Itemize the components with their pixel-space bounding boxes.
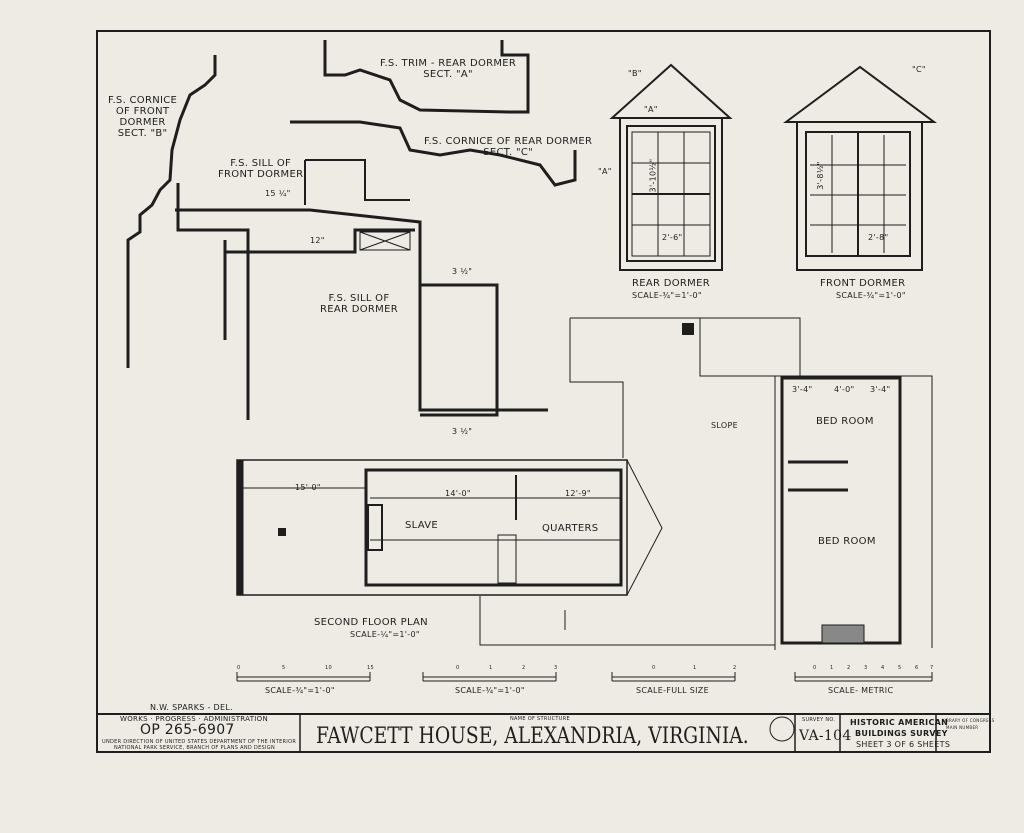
- label-sill-rear: F.S. SILL OF REAR DORMER: [320, 293, 398, 315]
- label-line: F.S. CORNICE OF REAR DORMER: [424, 136, 593, 147]
- scale-label: SCALE-FULL SIZE: [636, 686, 709, 695]
- dim: 15 ¼": [265, 189, 291, 198]
- room-label: QUARTERS: [542, 523, 599, 534]
- label-line: FRONT DORMER: [218, 169, 304, 180]
- label-line: SECT. "C": [483, 147, 534, 158]
- scale-tick: 2: [733, 665, 737, 671]
- mark-c: "C": [912, 65, 926, 74]
- roof-outline: [479, 317, 801, 646]
- rear-dormer-scale: SCALE-¾"=1'-0": [632, 291, 702, 300]
- scale-tick: 15: [367, 665, 374, 671]
- label-line: REAR DORMER: [320, 304, 398, 315]
- scale-tick: 7: [930, 665, 934, 671]
- front-dormer-scale: SCALE-¾"=1'-0": [836, 291, 906, 300]
- dim: 3'-4": [792, 385, 813, 394]
- scale-tick: 10: [325, 665, 332, 671]
- dim: 3'-8½": [815, 161, 825, 190]
- label-line: F.S. TRIM - REAR DORMER: [380, 58, 517, 69]
- label-line: F.S. SILL OF: [230, 158, 292, 169]
- dim: 3'-10½": [648, 158, 658, 193]
- scale-label: SCALE-¾"=1'-0": [265, 686, 335, 695]
- label-cornice-front: F.S. CORNICE OF FRONT DORMER SECT. "B": [108, 95, 177, 139]
- second-floor-plan: [236, 459, 663, 596]
- scale-tick: 1: [693, 665, 697, 671]
- front-dormer-elevation: [782, 65, 938, 271]
- room-label: BED ROOM: [816, 416, 874, 427]
- direction-line: NATIONAL PARK SERVICE, BRANCH OF PLANS A…: [114, 745, 276, 751]
- library-line: MAIN NUMBER: [946, 725, 979, 730]
- label-cornice-rear: F.S. CORNICE OF REAR DORMER SECT. "C": [424, 136, 592, 158]
- label-line: SECT. "A": [423, 69, 473, 80]
- room-label: BED ROOM: [818, 536, 876, 547]
- scale-tick: 3: [554, 665, 558, 671]
- scale-label: SCALE-¾"=1'-0": [455, 686, 525, 695]
- dim: 2'-8": [868, 233, 889, 242]
- scale-tick: 1: [830, 665, 834, 671]
- scale-tick: 2: [847, 665, 851, 671]
- name-label: NAME OF STRUCTURE: [510, 716, 570, 722]
- room-label: SLAVE: [405, 520, 439, 531]
- dim: 2'-6": [662, 233, 683, 242]
- plan-scale: SCALE-¼"=1'-0": [350, 630, 420, 639]
- scale-tick: 1: [489, 665, 493, 671]
- label-line: OF FRONT: [115, 106, 170, 117]
- sheet-number: SHEET 3 OF 6 SHEETS: [856, 740, 951, 749]
- trim-rear-profile: [323, 40, 530, 114]
- rear-dormer-title: REAR DORMER: [632, 278, 710, 289]
- label-trim-rear: F.S. TRIM - REAR DORMER SECT. "A": [380, 58, 516, 80]
- graphic-scales: [236, 672, 933, 682]
- front-dormer-title: FRONT DORMER: [820, 278, 906, 289]
- library-line: LIBRARY OF CONGRESS: [942, 718, 995, 723]
- cornice-front-profile: [126, 55, 217, 368]
- delineator: N.W. SPARKS - DEL.: [150, 703, 233, 712]
- scale-tick: 6: [915, 665, 919, 671]
- structure-name: FAWCETT HOUSE, ALEXANDRIA, VIRGINIA.: [316, 724, 749, 749]
- habs-line: HISTORIC AMERICAN: [850, 718, 949, 727]
- dim: 4'-0": [834, 385, 855, 394]
- bedroom-plan: [774, 375, 933, 650]
- habs-seal: [769, 716, 795, 742]
- mark-b: "B": [628, 69, 642, 78]
- rear-dormer-elevation: [609, 63, 733, 271]
- scale-tick: 0: [652, 665, 656, 671]
- mark-a: "A": [598, 167, 612, 176]
- dim: 15'-0": [295, 483, 321, 492]
- slope-label: SLOPE: [711, 421, 738, 430]
- habs-line: BUILDINGS SURVEY: [855, 729, 948, 738]
- scale-tick: 5: [282, 665, 286, 671]
- label-line: SECT. "B": [117, 128, 168, 139]
- direction-line: UNDER DIRECTION OF UNITED STATES DEPARTM…: [102, 739, 297, 745]
- cornice-rear-profile: [290, 120, 577, 187]
- dim: 3 ½": [452, 427, 473, 436]
- dim: 12'-9": [565, 489, 591, 498]
- label-line: F.S. SILL OF: [328, 293, 390, 304]
- sill-profile: [175, 183, 548, 420]
- scale-tick: 0: [813, 665, 817, 671]
- survey-number: VA-104: [799, 728, 852, 744]
- scale-tick: 3: [864, 665, 868, 671]
- scale-tick: 0: [237, 665, 241, 671]
- label-sill-front: F.S. SILL OF FRONT DORMER: [218, 158, 303, 180]
- sheet-border: [96, 30, 991, 753]
- dim: 14'-0": [445, 489, 471, 498]
- scale-tick: 5: [898, 665, 902, 671]
- dim: 3 ½": [452, 267, 473, 276]
- scale-label: SCALE- METRIC: [828, 686, 894, 695]
- scale-tick: 2: [522, 665, 526, 671]
- agency: WORKS · PROGRESS · ADMINISTRATION: [120, 715, 268, 723]
- dim: 12": [310, 236, 325, 245]
- plan-title: SECOND FLOOR PLAN: [314, 617, 428, 628]
- project-number: OP 265-6907: [140, 722, 235, 738]
- label-line: DORMER: [119, 117, 166, 128]
- dim: 3'-4": [870, 385, 891, 394]
- survey-label: SURVEY NO.: [802, 717, 836, 723]
- scale-tick: 4: [881, 665, 885, 671]
- scale-tick: 0: [456, 665, 460, 671]
- mark-a: "A": [644, 105, 658, 114]
- label-line: F.S. CORNICE: [108, 95, 178, 106]
